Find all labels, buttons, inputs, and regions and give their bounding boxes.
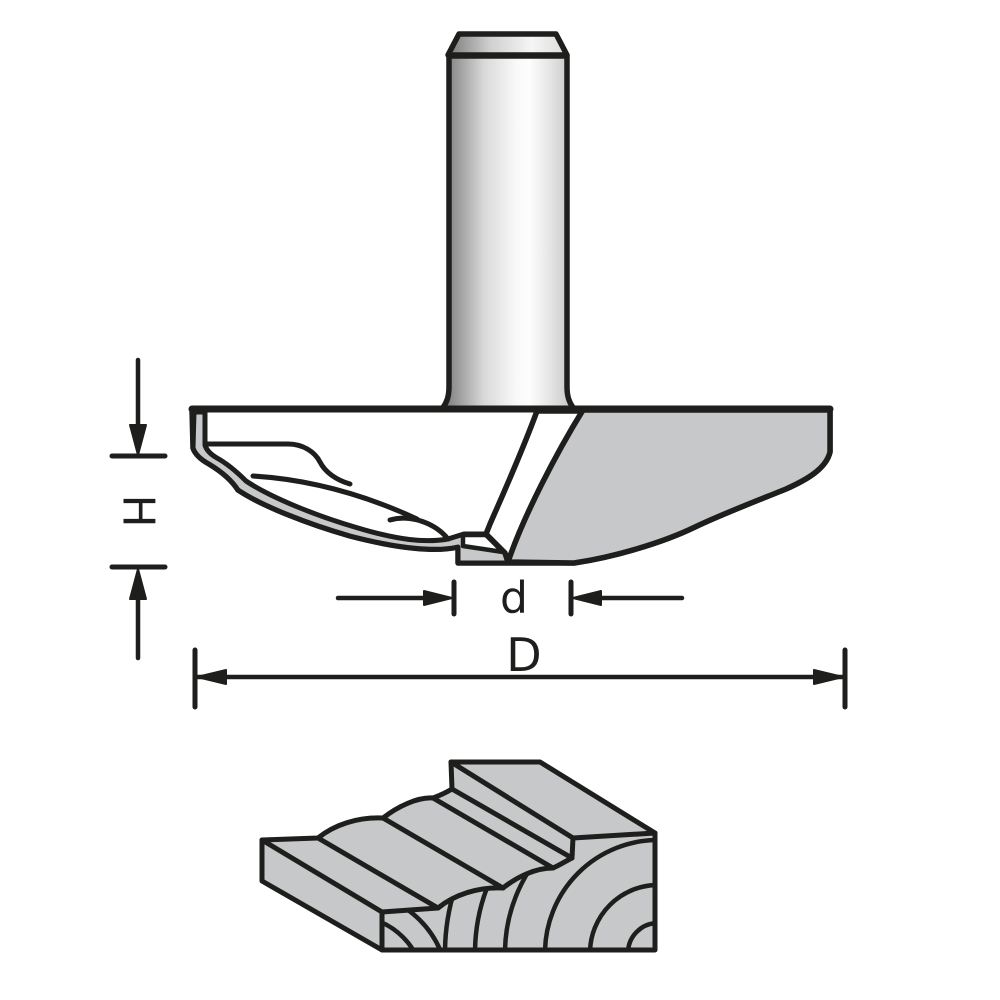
- d-left-arrowhead: [423, 590, 453, 606]
- h-lower-arrowhead: [129, 568, 147, 600]
- h-upper-arrowhead: [129, 424, 147, 456]
- shank: [438, 31, 578, 413]
- cutter-head: [188, 405, 834, 566]
- shank-chamfer-cap: [445, 31, 570, 58]
- d-label: d: [500, 573, 528, 624]
- dimension-d: d: [335, 573, 685, 624]
- D-label: D: [506, 628, 541, 682]
- cutter-back-body: [505, 407, 833, 566]
- shank-body: [438, 53, 578, 413]
- cutting-face-profile-lines: [202, 408, 540, 542]
- d-right-arrowhead: [572, 590, 602, 606]
- dimension-h: H: [109, 357, 168, 661]
- wood-profile-sample: [259, 759, 658, 953]
- D-right-arrowhead: [813, 669, 844, 685]
- D-left-arrowhead: [196, 669, 227, 685]
- dimension-capital-d: D: [192, 628, 848, 710]
- h-label: H: [113, 494, 164, 527]
